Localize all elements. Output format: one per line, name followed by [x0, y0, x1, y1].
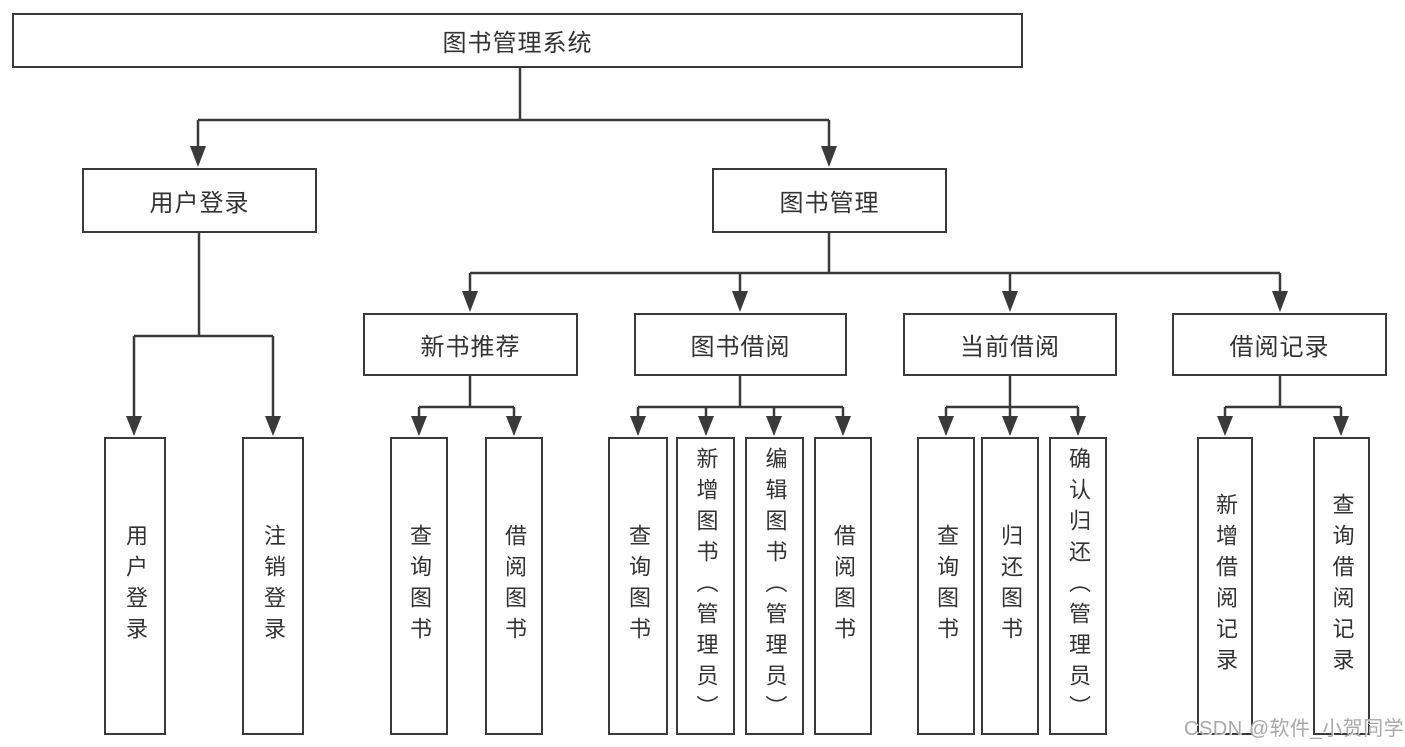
connector-current-borrow: [944, 376, 1080, 421]
leaf-add-books-admin: 新增图书（管理员）: [676, 437, 735, 735]
node-book-management: 图书管理: [712, 168, 947, 233]
node-book-borrow: 图书借阅: [634, 313, 847, 376]
leaf-borrow-books-recommend: 借阅图书: [485, 437, 543, 735]
leaf-query-borrow-record: 查询借阅记录: [1313, 437, 1370, 735]
connector-book-borrow: [636, 376, 845, 421]
leaf-query-books-current: 查询图书: [917, 437, 975, 735]
leaf-user-login: 用户登录: [104, 437, 166, 735]
leaf-add-borrow-record: 新增借阅记录: [1197, 437, 1253, 735]
connector-borrow-records: [1223, 376, 1343, 421]
leaf-return-books: 归还图书: [981, 437, 1039, 735]
leaf-edit-books-admin: 编辑图书（管理员）: [745, 437, 804, 735]
node-library-management-system: 图书管理系统: [12, 13, 1023, 68]
connector-root: [196, 68, 831, 150]
node-user-login: 用户登录: [82, 168, 317, 233]
arrowheads: [126, 146, 1349, 436]
node-current-borrow: 当前借阅: [903, 313, 1117, 376]
leaf-confirm-return-admin: 确认归还（管理员）: [1049, 437, 1107, 735]
connector-user-login: [132, 233, 275, 421]
connector-book-management: [468, 233, 1282, 295]
leaf-query-books-recommend: 查询图书: [390, 437, 448, 735]
leaf-query-books-borrow: 查询图书: [608, 437, 668, 735]
connector-new-book-recommend: [417, 376, 516, 421]
leaf-logout: 注销登录: [242, 437, 304, 735]
node-borrow-records: 借阅记录: [1172, 313, 1387, 376]
watermark: CSDN @软件_小贺同学: [1184, 718, 1405, 740]
node-new-book-recommend: 新书推荐: [363, 313, 578, 376]
leaf-borrow-books: 借阅图书: [814, 437, 872, 735]
